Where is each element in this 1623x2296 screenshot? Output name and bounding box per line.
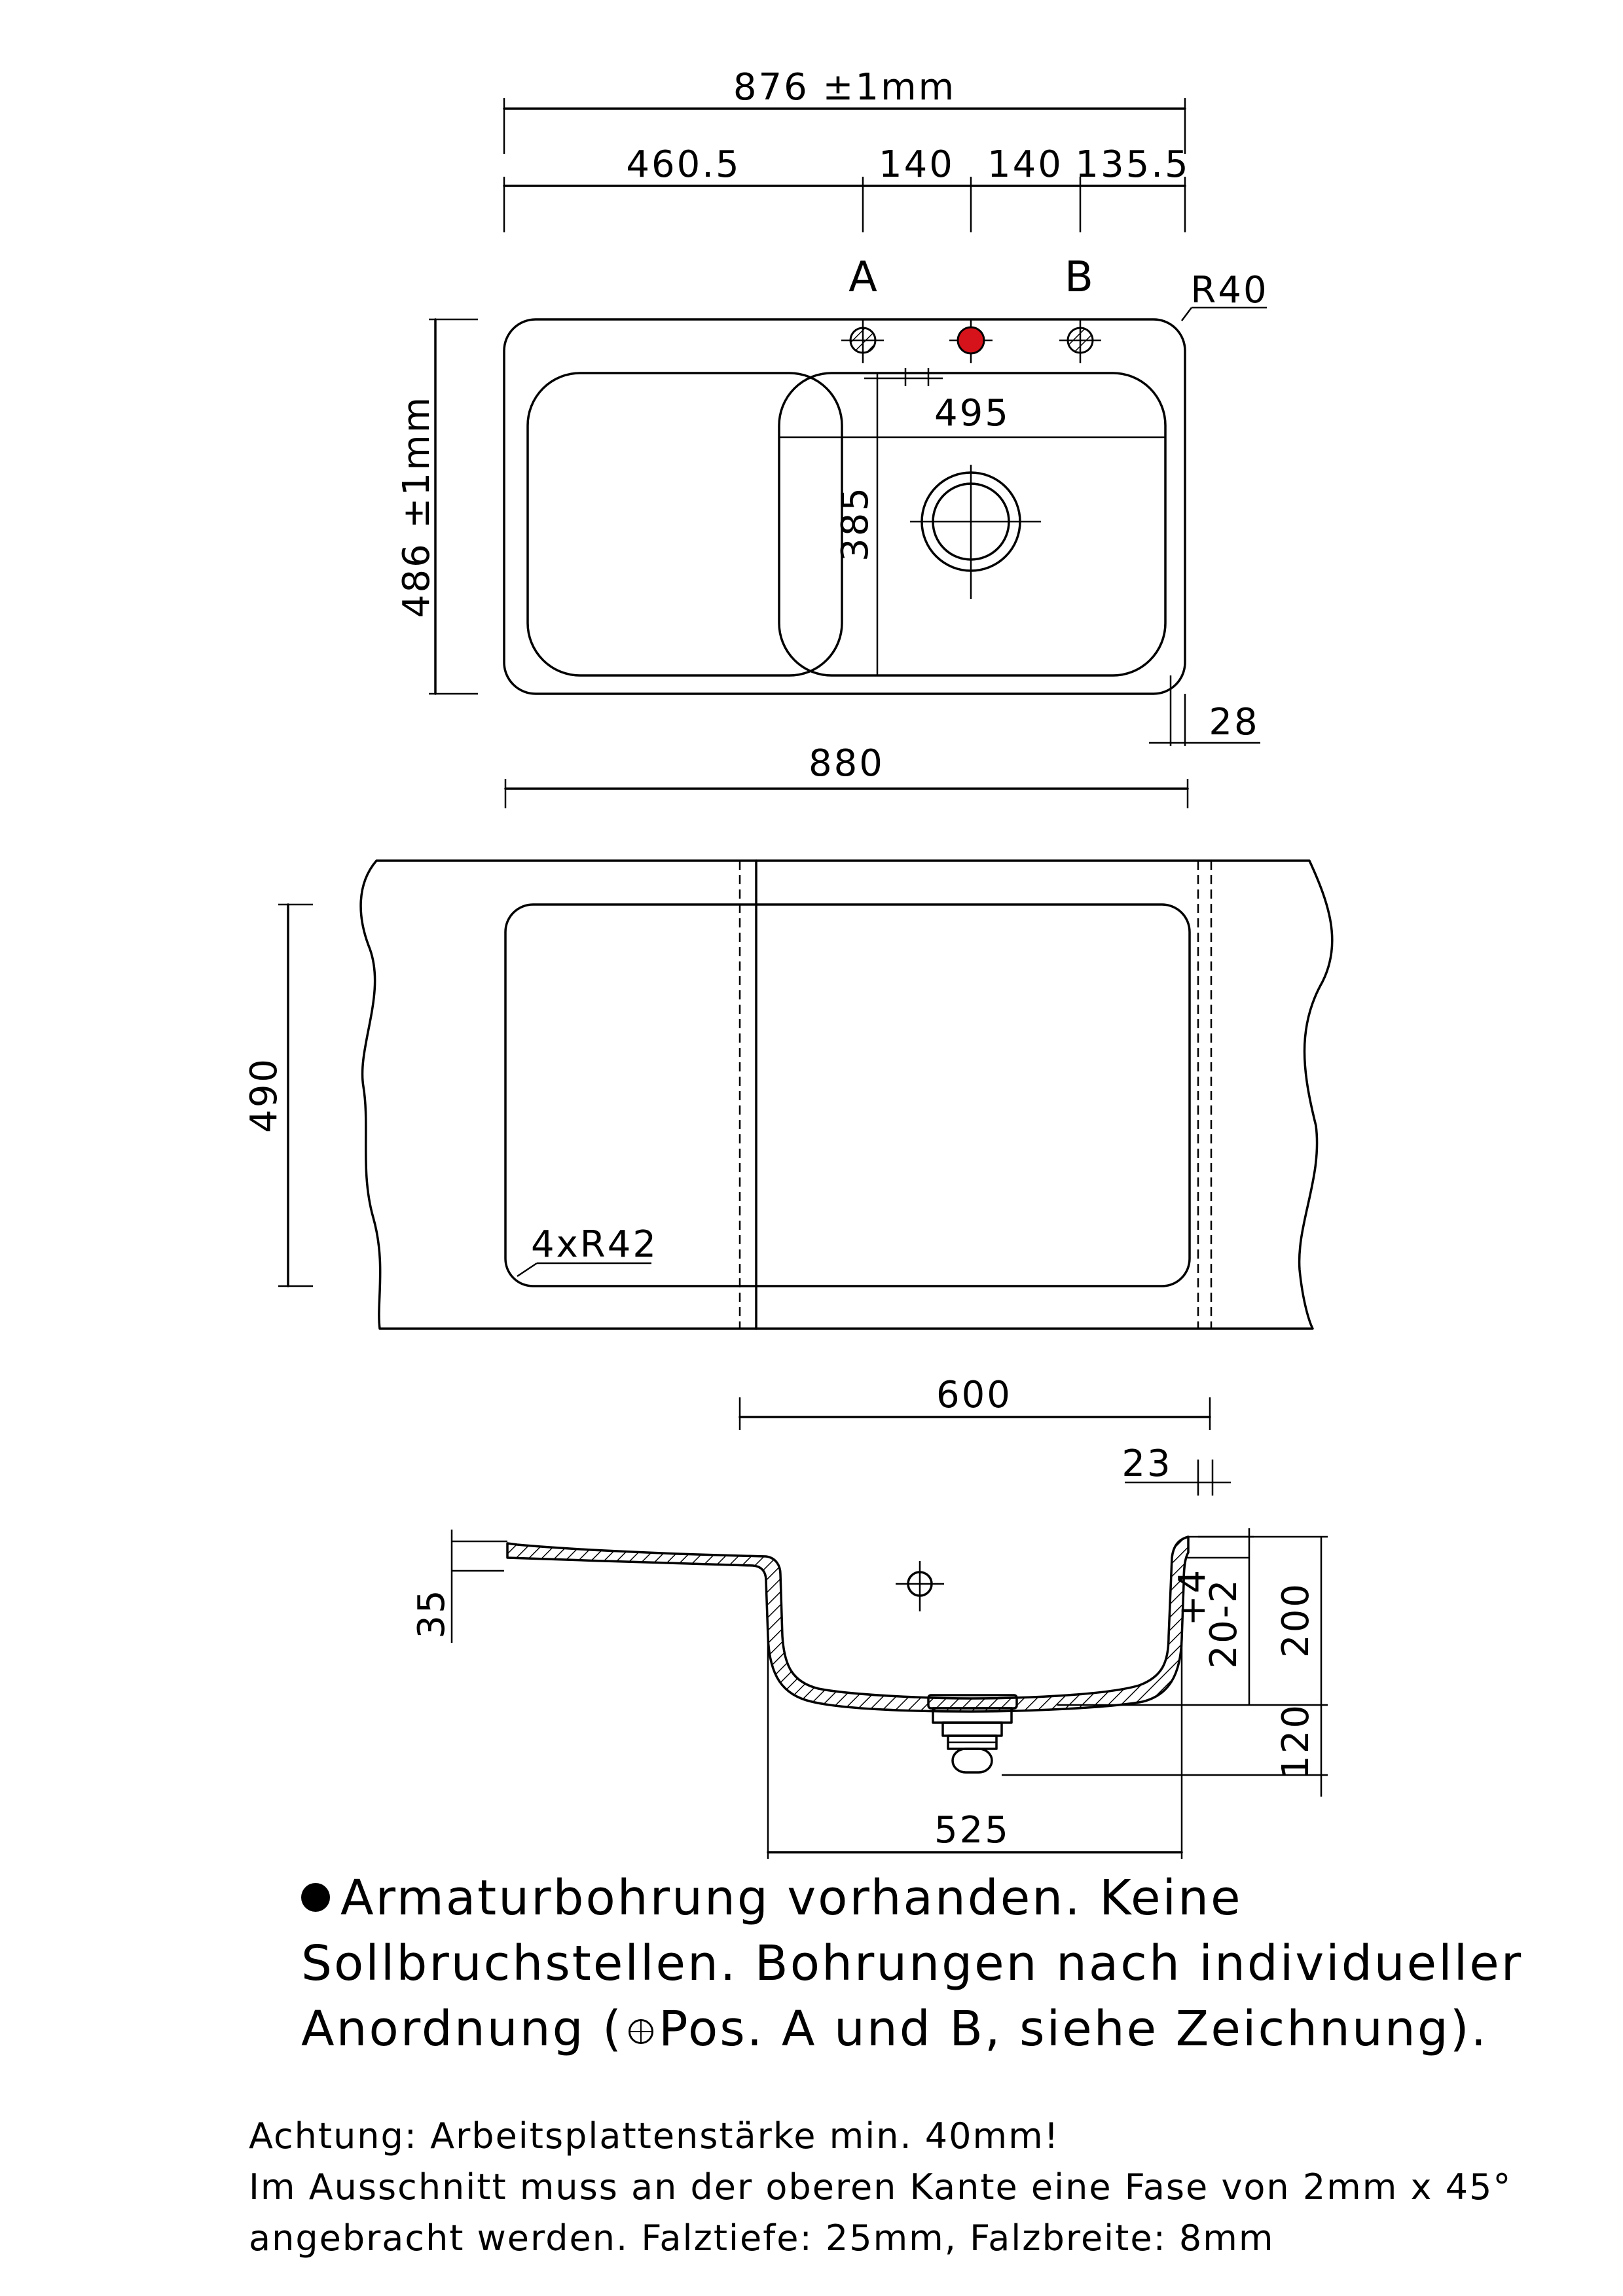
- warning-line-2: Im Ausschnitt muss an der oberen Kante e…: [249, 2166, 1512, 2208]
- tap-hole-main: [949, 319, 993, 363]
- bullet-dot-icon: [301, 1883, 330, 1912]
- drain-outlet: [910, 465, 1041, 599]
- label-pos-a: A: [848, 253, 877, 302]
- dim-section-width: 600: [936, 1374, 1012, 1416]
- countertop-outline: [359, 859, 1334, 1330]
- tap-hole-a: [841, 319, 884, 363]
- notes-main: Armaturbohrung vorhanden. Keine Sollbruc…: [301, 1865, 1545, 2062]
- dim-seg-1: 460.5: [626, 143, 740, 186]
- drainer-area: [526, 372, 843, 677]
- dim-tolerance-sup: +4: [1171, 1568, 1214, 1626]
- dim-overall-width: 876 ±1mm: [733, 66, 956, 109]
- dim-corner-radius: R40: [1190, 269, 1268, 312]
- dim-seg-4: 135.5: [1075, 143, 1190, 186]
- top-view: 876 ±1mm 460.5 140 140 135.5 A B R40: [395, 66, 1268, 808]
- dim-bowl-height: 385: [834, 486, 877, 562]
- sink-section-shell: [506, 1535, 1190, 1713]
- note-line-1: Armaturbohrung vorhanden. Keine: [301, 1865, 1545, 1931]
- dim-cutout-radius: 4xR42: [531, 1223, 658, 1266]
- label-pos-b: B: [1065, 253, 1093, 302]
- drain-fitting: [927, 1694, 1018, 1774]
- dim-seg-3: 140: [987, 143, 1063, 186]
- dim-bowl-width: 495: [934, 392, 1010, 435]
- dim-depth-left: 35: [410, 1588, 453, 1638]
- tap-hole-b: [1059, 319, 1101, 363]
- warning-line-1: Achtung: Arbeitsplattenstärke min. 40mm!: [249, 2115, 1060, 2157]
- bowl: [778, 372, 1167, 677]
- cutout-view: 4xR42 490: [243, 859, 1334, 1330]
- dim-drain-depth: 120: [1275, 1703, 1317, 1779]
- dim-height: 486 ±1mm: [395, 395, 438, 618]
- section-view: 600 23 35: [410, 1374, 1328, 1859]
- warning-line-3: angebracht werden. Falztiefe: 25mm, Falz…: [249, 2217, 1275, 2259]
- note-line-3: Anordnung (Pos. A und B, siehe Zeichnung…: [301, 2001, 1489, 2057]
- dim-seg-2: 140: [879, 143, 955, 186]
- dim-edge: 28: [1209, 701, 1259, 744]
- crosshatch-circle-icon: [628, 2019, 653, 2044]
- dim-cutout-height: 490: [243, 1057, 285, 1133]
- dim-cutout-width: 880: [809, 742, 884, 785]
- dim-depth: 200: [1275, 1582, 1317, 1658]
- sink-outline: [503, 318, 1186, 695]
- notes-warning: Achtung: Arbeitsplattenstärke min. 40mm!…: [249, 2111, 1558, 2264]
- dim-rim: 23: [1122, 1443, 1172, 1485]
- note-line-2: Sollbruchstellen. Bohrungen nach individ…: [301, 1935, 1523, 1992]
- dim-tolerance-main: 20-2: [1203, 1577, 1245, 1668]
- dim-bowl-bottom-width: 525: [934, 1809, 1010, 1852]
